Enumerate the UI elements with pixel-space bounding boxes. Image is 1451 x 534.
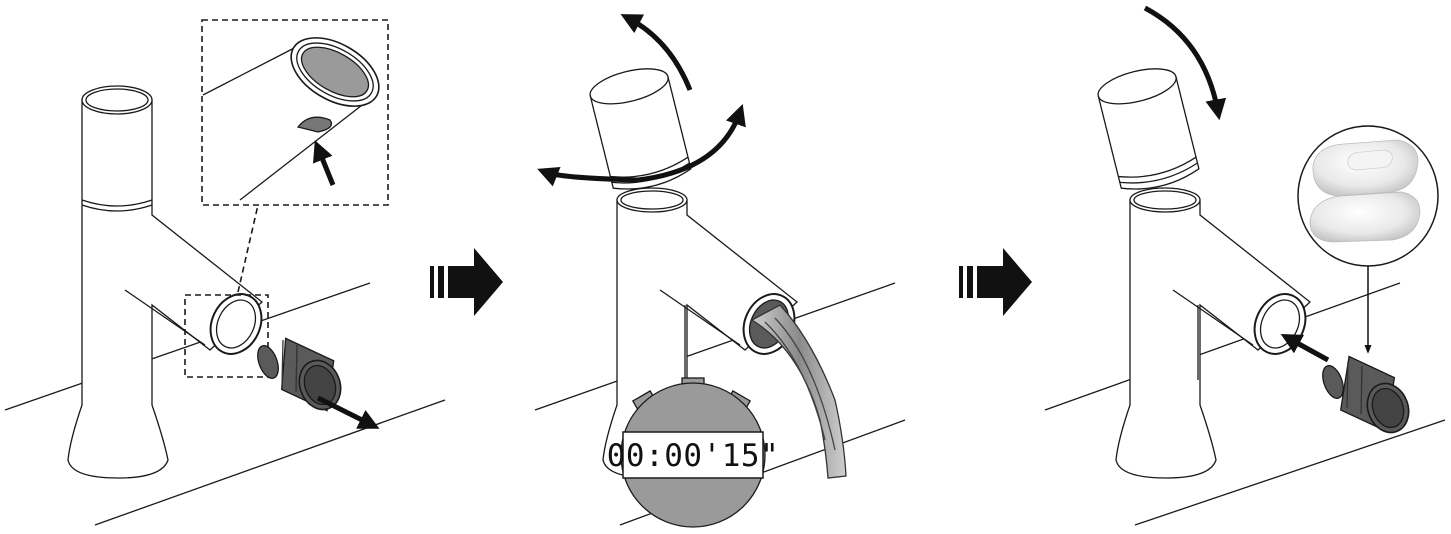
aerator-removed	[257, 337, 342, 412]
faucet-body	[67, 99, 263, 479]
panel-3-reinsert-aerator	[1044, 5, 1446, 526]
tilted-handle	[589, 68, 692, 190]
spout-opening	[209, 293, 263, 355]
soap-icon	[1297, 125, 1439, 267]
tilted-handle	[1097, 68, 1200, 190]
timer-display: 00:00'15"	[607, 438, 779, 474]
rotate-arrow-icon	[537, 166, 639, 187]
aerator-reinsert	[1322, 355, 1410, 434]
rotate-arrow-icon	[1143, 5, 1227, 121]
step-arrow-icon	[959, 248, 1032, 316]
faucet-top	[81, 85, 153, 115]
countertop-front	[94, 399, 446, 526]
rotate-arrow-icon	[620, 14, 693, 91]
panel-1-remove-aerator	[4, 19, 446, 526]
step-arrow-icon	[430, 248, 503, 316]
push-arrow-icon	[1280, 333, 1330, 363]
detail-box-small	[184, 294, 269, 378]
countertop-edge	[4, 282, 371, 411]
push-arrow-icon	[313, 140, 336, 186]
stopwatch-icon: 00:00'15"	[607, 377, 779, 528]
stopwatch-display	[622, 431, 764, 479]
pull-arrow-icon	[316, 395, 380, 429]
